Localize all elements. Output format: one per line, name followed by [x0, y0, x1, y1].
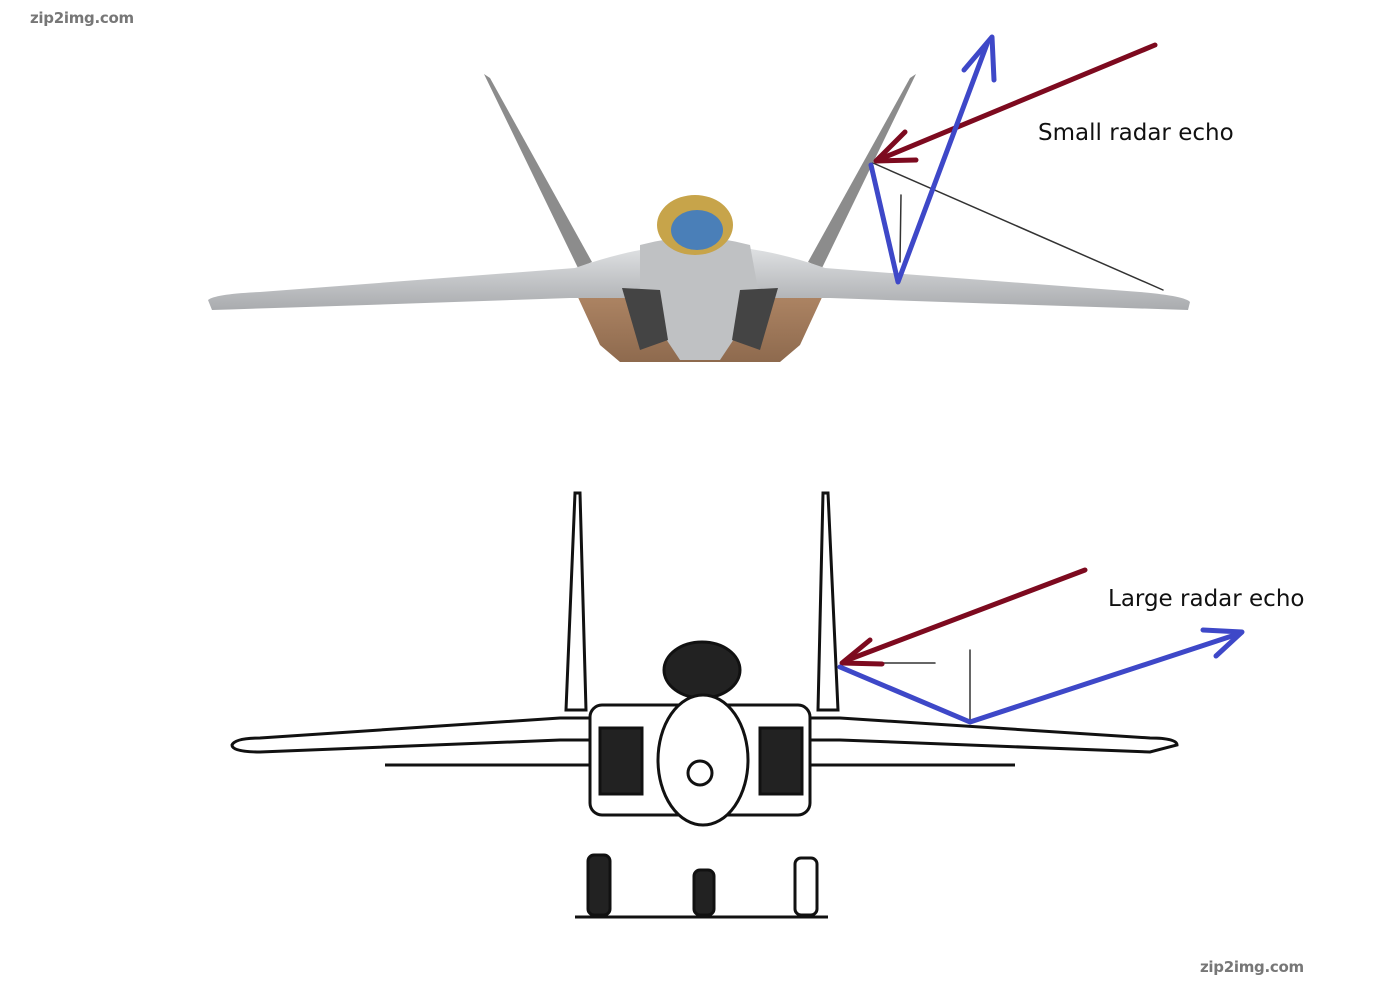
conventional-canopy [662, 640, 742, 700]
small-radar-echo-label: Small radar echo [1038, 120, 1234, 146]
conventional-right-intake [758, 726, 804, 796]
stealth-right-intake [732, 288, 778, 350]
stealth-left-tail [484, 74, 592, 268]
conventional-left-intake [598, 726, 644, 796]
stealth-left-intake [622, 288, 668, 350]
stealth-incident-arrowhead [873, 129, 919, 164]
watermark-top: zip2img.com [30, 9, 134, 27]
large-radar-echo-label: Large radar echo [1108, 586, 1305, 612]
stealth-normal-tick [899, 194, 902, 263]
stealth-fuselage [640, 237, 760, 360]
stealth-right-tail [808, 74, 916, 268]
conventional-reflected-ray [837, 631, 1241, 725]
conventional-reflected-arrowhead [1200, 627, 1245, 659]
right-landing-gear [793, 856, 819, 917]
watermark-bottom: zip2img.com [1200, 958, 1304, 976]
conventional-fighter [230, 491, 1179, 919]
conventional-left-tail [564, 491, 588, 712]
stealth-rays [868, 34, 1164, 291]
conventional-incident-arrowhead [839, 637, 885, 667]
stealth-incident-ray [875, 42, 1158, 163]
conventional-nose-cone [686, 759, 714, 787]
nose-landing-gear [692, 868, 716, 917]
conventional-rays [837, 567, 1245, 725]
conventional-incident-ray [842, 567, 1088, 664]
left-landing-gear [586, 853, 612, 917]
conventional-right-tail [816, 491, 840, 712]
stealth-normal-line [872, 162, 1164, 291]
stealth-reflected-arrowhead [961, 34, 997, 83]
stealth-canopy-glass [671, 210, 723, 250]
stealth-reflected-ray [868, 41, 990, 285]
stealth-fighter [208, 74, 1190, 362]
